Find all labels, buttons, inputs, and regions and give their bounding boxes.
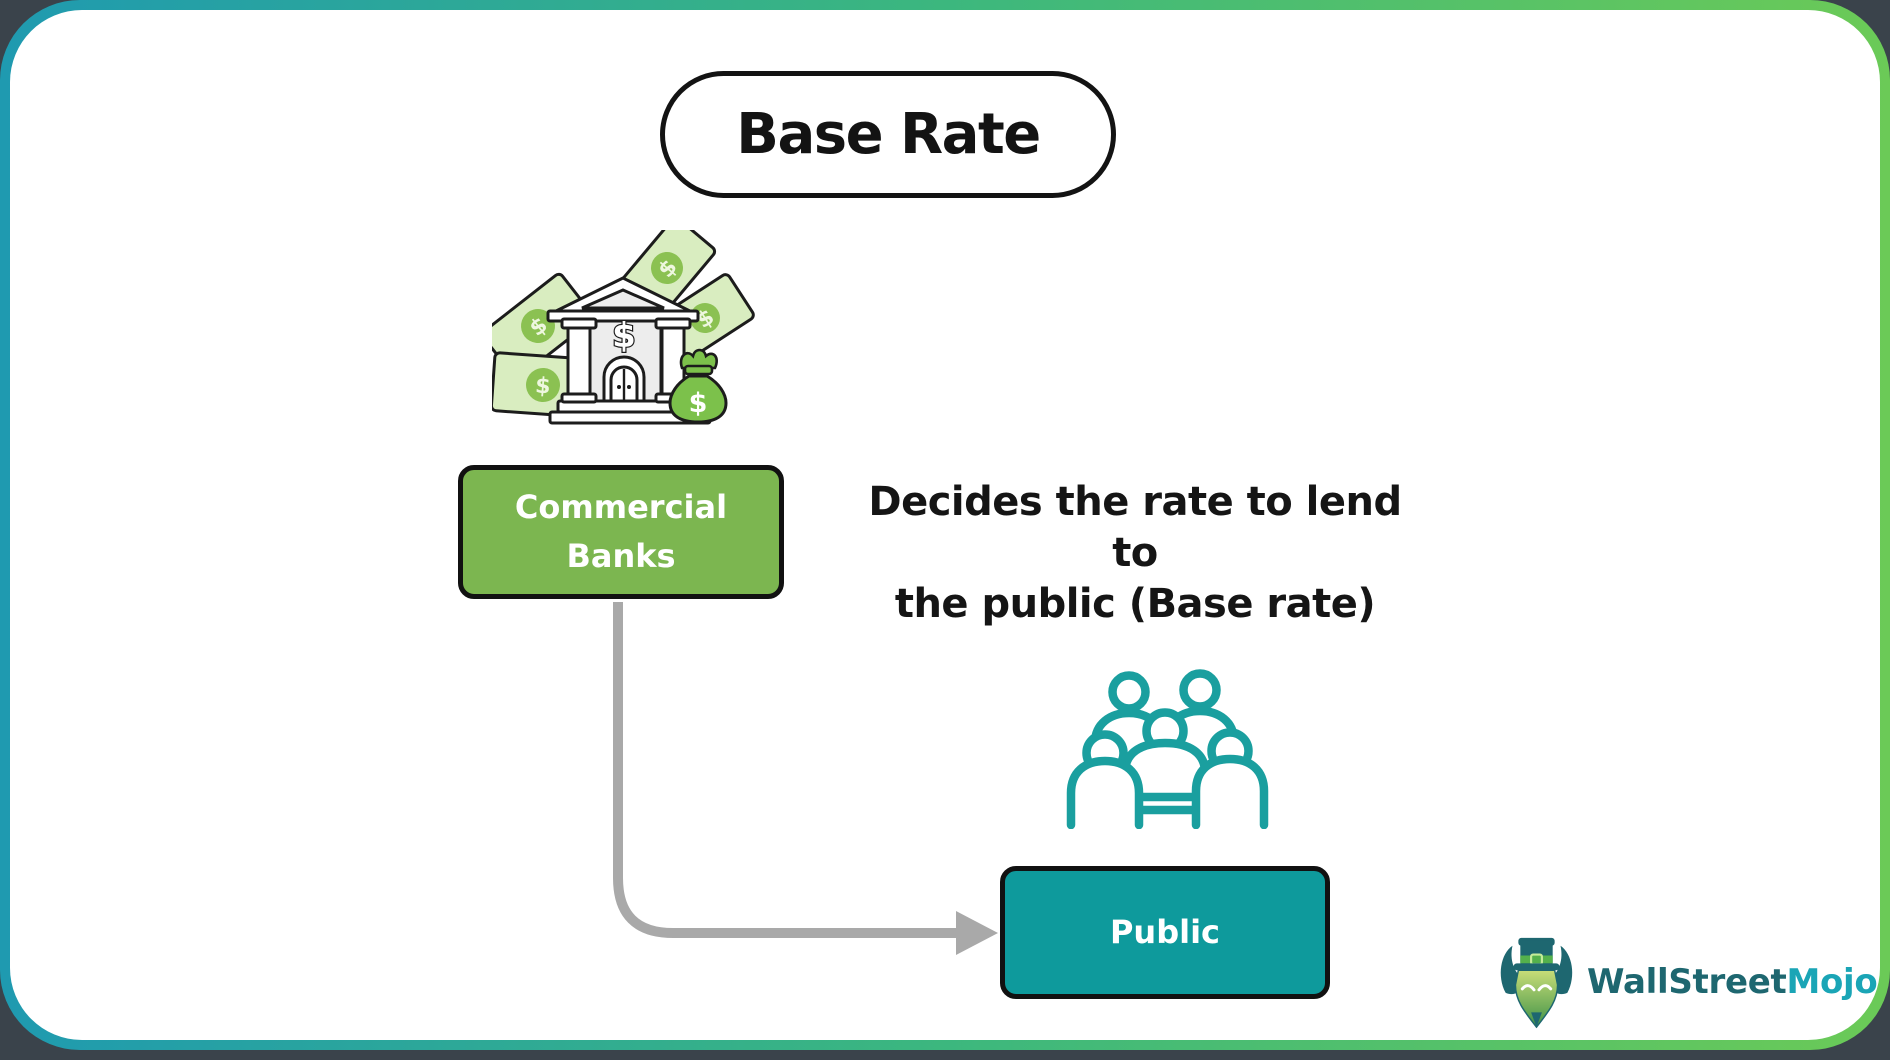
logo-wordmark: WallStreetMojo — [1587, 961, 1878, 1002]
node-commercial-banks: Commercial Banks — [458, 465, 784, 599]
relation-caption-line1: Decides the rate to lend to — [868, 479, 1402, 576]
dollar-sign: $ — [689, 388, 708, 419]
connector-line — [613, 602, 958, 938]
dollar-sign: $ — [534, 373, 551, 399]
logo-text-wallstreet: WallStreet — [1587, 961, 1787, 1002]
relation-caption: Decides the rate to lend to the public (… — [850, 477, 1420, 630]
logo-text-mojo: Mojo — [1786, 961, 1878, 1002]
diagram-card: Base Rate $ $ $ $ — [10, 10, 1880, 1040]
node-public: Public — [1000, 866, 1330, 999]
bank-with-money-icon: $ $ $ $ — [492, 230, 755, 425]
bull-mascot-icon — [1500, 937, 1573, 1029]
wallstreetmojo-logo: WallStreetMojo — [1494, 930, 1878, 1033]
page-title: Base Rate — [736, 102, 1041, 167]
money-bag-icon: $ — [668, 348, 728, 424]
node-public-label: Public — [1109, 913, 1221, 951]
title-pill: Base Rate — [660, 71, 1116, 198]
arrowhead-icon — [956, 911, 998, 955]
relation-caption-line2: the public (Base rate) — [894, 581, 1376, 627]
people-group-icon — [1066, 669, 1269, 829]
dollar-sign: $ — [612, 316, 636, 356]
node-commercial-banks-label: Commercial Banks — [514, 488, 728, 575]
